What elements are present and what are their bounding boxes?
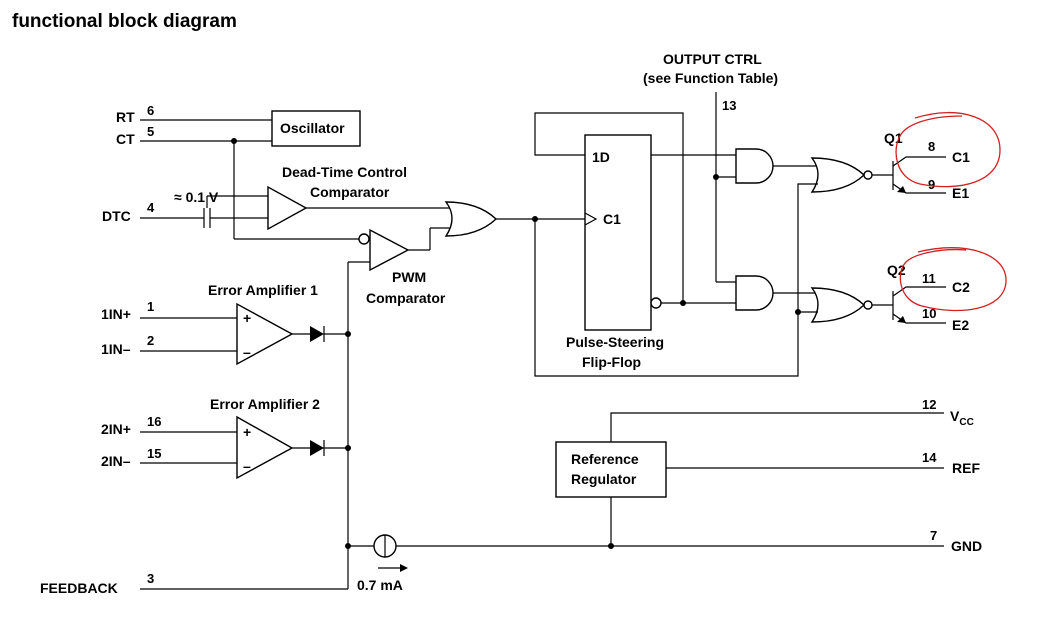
nor1-bubble [863, 170, 873, 180]
pin-num-ref: 14 [922, 450, 937, 465]
pin-num-c1: 8 [928, 139, 935, 154]
pin-num-vcc: 12 [922, 397, 936, 412]
junction-nor2 [795, 309, 801, 315]
pin-num-2in-plus: 16 [147, 414, 161, 429]
pin-name-c2: C2 [952, 279, 970, 295]
ff-qbar-bubble [650, 297, 662, 309]
oscillator-block [271, 110, 361, 147]
nor-gate-1 [810, 157, 866, 193]
ref-reg-label-1: Reference [571, 451, 639, 467]
pwm-label-1: PWM [392, 269, 426, 285]
q2-label: Q2 [887, 262, 906, 278]
ea1-plus: + [243, 310, 251, 326]
diode-2 [310, 440, 324, 456]
q1-collector [892, 156, 946, 167]
pwm-label-2: Comparator [366, 290, 446, 306]
pin-name-e1: E1 [952, 185, 969, 201]
offset-voltage-label: ≈ 0.1 V [174, 189, 219, 205]
q1-emitter-arrow [897, 186, 906, 193]
pin-num-1in-plus: 1 [147, 299, 154, 314]
pin-num-feedback: 3 [147, 571, 154, 586]
current-value-label: 0.7 mA [357, 577, 403, 593]
pin-name-vcc: VCC [950, 408, 974, 428]
ff-clock-symbol [584, 212, 598, 226]
ff-label-1: Pulse-Steering [566, 334, 664, 350]
pin-num-ct: 5 [147, 124, 154, 139]
pin-num-gnd: 7 [930, 528, 937, 543]
output-ctrl-label: OUTPUT CTRL [663, 51, 762, 67]
red-annotation-c1 [895, 111, 1001, 188]
pin-name-e2: E2 [952, 317, 969, 333]
pin-name-rt: RT [116, 109, 135, 125]
pin-num-2in-minus: 15 [147, 446, 161, 461]
pin-num-output-ctrl: 13 [722, 98, 736, 113]
pwm-comparator [369, 228, 410, 272]
pulse-steering-flip-flop [584, 134, 652, 331]
current-arrow-head [400, 564, 408, 572]
pin-name-ref: REF [952, 460, 980, 476]
pin-num-e1: 9 [928, 177, 935, 192]
and-gate-1 [735, 148, 774, 184]
pin-name-ct: CT [116, 131, 135, 147]
pin-num-dtc: 4 [147, 200, 155, 215]
pin-name-gnd: GND [951, 538, 982, 554]
pin-name-c1: C1 [952, 149, 970, 165]
ref-reg-label-2: Regulator [571, 471, 637, 487]
ff-d-label: 1D [592, 149, 610, 165]
dead-time-label-1: Dead-Time Control [282, 164, 407, 180]
pin-name-2in-minus: 2IN– [101, 453, 131, 469]
pin-num-rt: 6 [147, 103, 154, 118]
wire-clock-to-nor [534, 183, 818, 377]
error-amplifier-2 [236, 415, 294, 480]
pin-name-1in-minus: 1IN– [101, 341, 131, 357]
ea2-plus: + [243, 424, 251, 440]
wire-d-feedback [534, 112, 684, 303]
pin-name-feedback: FEEDBACK [40, 580, 118, 596]
diagram-title: functional block diagram [12, 11, 237, 32]
ea1-minus: – [243, 344, 251, 360]
pin-num-1in-minus: 2 [147, 333, 154, 348]
pin-num-c2: 11 [922, 271, 936, 286]
junction-reg-gnd [608, 543, 614, 549]
pin-name-2in-plus: 2IN+ [101, 421, 131, 437]
dead-time-comparator [267, 185, 308, 231]
ea2-minus: – [243, 458, 251, 474]
ea1-label: Error Amplifier 1 [208, 282, 318, 298]
pin-name-dtc: DTC [102, 208, 131, 224]
q2-emitter-arrow [897, 316, 906, 323]
diode-1 [310, 326, 324, 342]
nor-gate-2 [810, 287, 866, 323]
oscillator-label: Oscillator [280, 120, 345, 136]
pin-num-e2: 10 [922, 306, 936, 321]
or-gate [444, 201, 498, 237]
pwm-invert-bubble [358, 233, 370, 245]
ff-label-2: Flip-Flop [582, 354, 641, 370]
error-amplifier-1 [236, 302, 294, 366]
q1-label: Q1 [884, 130, 903, 146]
ff-clock-label: C1 [603, 211, 621, 227]
ea2-label: Error Amplifier 2 [210, 396, 320, 412]
q2-collector [892, 286, 946, 297]
pin-name-1in-plus: 1IN+ [101, 306, 131, 322]
nor2-bubble [863, 300, 873, 310]
red-annotation-c2 [899, 247, 1007, 312]
junction-qbar [680, 300, 686, 306]
output-ctrl-sub: (see Function Table) [643, 70, 778, 86]
dead-time-label-2: Comparator [310, 184, 390, 200]
wire-vcc [610, 412, 944, 442]
and-gate-2 [735, 275, 774, 311]
